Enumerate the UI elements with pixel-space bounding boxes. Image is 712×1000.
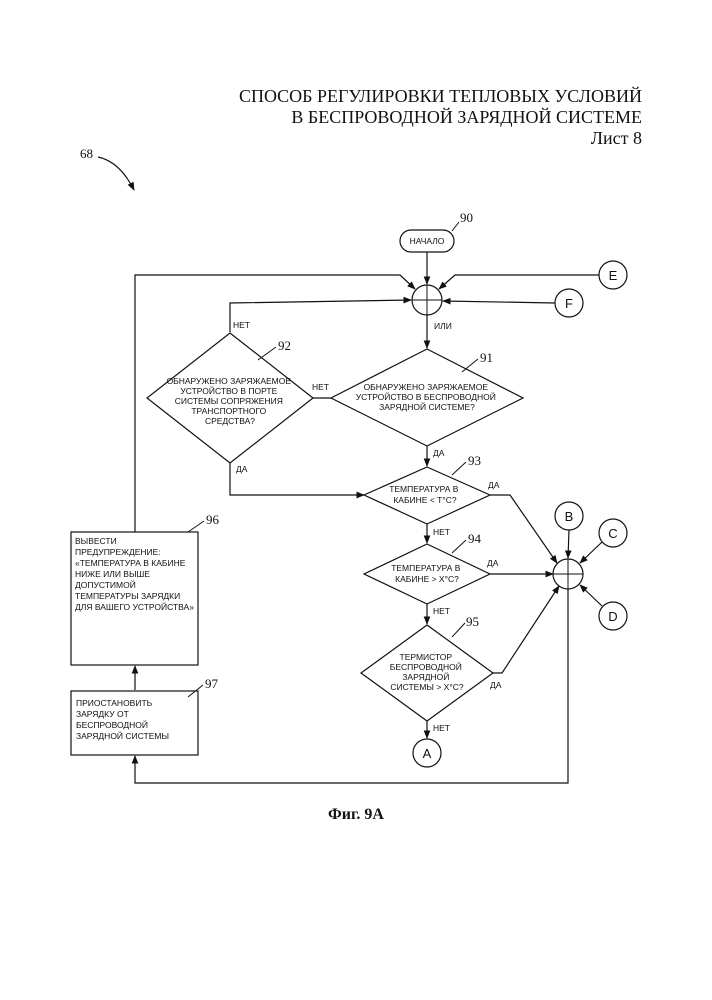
d91-no-label: НЕТ (312, 382, 329, 392)
d92-no-label: НЕТ (233, 320, 250, 330)
line-d-to-junction (580, 585, 602, 606)
line-95-yes-to-junction (493, 586, 559, 673)
decision-93-text: ТЕМПЕРАТУРА В КАБИНЕ < T°C? (389, 484, 461, 505)
d95-yes-label: ДА (490, 680, 502, 690)
d91-yes-label: ДА (433, 448, 445, 458)
figure-ref-68: 68 (80, 146, 93, 161)
ref-95-leader (452, 623, 465, 637)
connector-c-label: C (608, 526, 617, 541)
d94-no-label: НЕТ (433, 606, 450, 616)
line-junction-to-97 (135, 589, 568, 783)
ref-94: 94 (468, 531, 482, 546)
ref-93: 93 (468, 453, 481, 468)
connector-b-label: B (565, 509, 574, 524)
ref-91-leader (462, 359, 478, 372)
line-92-yes-to-93 (230, 463, 364, 495)
connector-a-label: A (423, 746, 432, 761)
ref-97: 97 (205, 676, 219, 691)
decision-94-text: ТЕМПЕРАТУРА В КАБИНЕ > X°C? (391, 563, 463, 584)
ref-92: 92 (278, 338, 291, 353)
ref-96-leader (188, 521, 204, 532)
ref-90: 90 (460, 210, 473, 225)
line-92-no-to-junction (230, 300, 411, 332)
ref-94-leader (452, 540, 466, 553)
connector-d-label: D (608, 609, 617, 624)
figure-caption: Фиг. 9А (0, 806, 712, 824)
ref-96: 96 (206, 512, 220, 527)
d95-no-label: НЕТ (433, 723, 450, 733)
connector-e-label: E (609, 268, 618, 283)
d93-no-label: НЕТ (433, 527, 450, 537)
line-c-to-junction (580, 542, 602, 563)
figure-ref-arrow (98, 157, 134, 190)
d94-yes-label: ДА (487, 558, 499, 568)
ref-95: 95 (466, 614, 479, 629)
ref-92-leader (258, 347, 276, 360)
ref-91: 91 (480, 350, 493, 365)
line-e-to-junction (439, 275, 599, 289)
junction-or-label: ИЛИ (434, 321, 452, 331)
line-93-yes-to-junction (490, 495, 557, 563)
start-label: НАЧАЛО (410, 236, 445, 246)
ref-90-leader (452, 222, 459, 231)
line-f-to-junction (443, 301, 555, 303)
connector-f-label: F (565, 296, 573, 311)
d92-yes-label: ДА (236, 464, 248, 474)
line-b-to-junction (568, 530, 569, 558)
d93-yes-label: ДА (488, 480, 500, 490)
ref-93-leader (452, 462, 466, 475)
